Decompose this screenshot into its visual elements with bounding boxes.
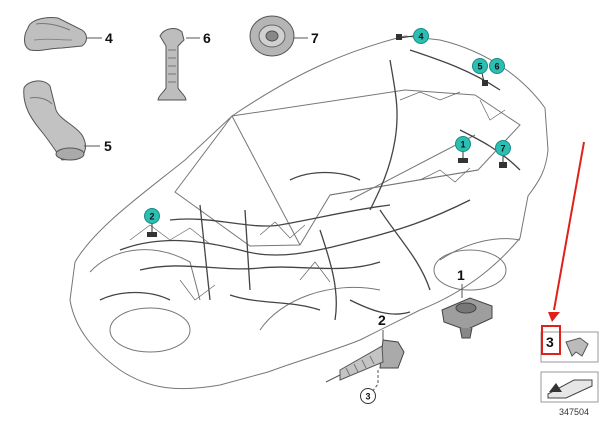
part-7-label: 7: [311, 30, 319, 46]
red-arrow: [548, 141, 585, 322]
part-4-grommet: 4: [24, 17, 113, 52]
inset-part-label: 3: [546, 334, 554, 350]
callout-7: 7: [495, 140, 511, 164]
part-6-grommet: 6: [157, 28, 211, 101]
callout-1: 1: [455, 136, 471, 160]
part-4-label: 4: [105, 30, 113, 46]
callout-6: 6: [489, 58, 505, 74]
part-6-label: 6: [203, 30, 211, 46]
part-5-label: 5: [104, 138, 112, 154]
diagram-id: 347504: [559, 407, 589, 417]
part-2-subcallout: 3: [365, 392, 370, 402]
callout-7-text: 7: [500, 144, 505, 154]
callout-2-text: 2: [149, 212, 154, 222]
part-2-sleeve: 2 3: [325, 312, 405, 404]
callout-2: 2: [144, 208, 160, 232]
wiring-harness: [99, 49, 521, 321]
callout-1-text: 1: [460, 140, 465, 150]
highlight-box: [541, 325, 561, 355]
callout-4-text: 4: [418, 32, 423, 42]
part-5-grommet: 5: [23, 80, 112, 161]
callout-5-text: 5: [477, 62, 482, 72]
part-1-label: 1: [457, 267, 465, 283]
wiring-harness-thin: [129, 91, 506, 301]
part-2-label: 2: [378, 312, 386, 328]
inset-legend: 3 347504: [540, 325, 599, 417]
part-1-bracket: 1: [441, 267, 493, 339]
part-7-grommet: 7: [249, 15, 319, 57]
callout-5: 5: [472, 58, 488, 83]
callout-4: 4: [399, 28, 429, 44]
connector-marks: [147, 34, 507, 237]
callout-6-text: 6: [494, 62, 499, 72]
car-outline: [69, 35, 549, 390]
